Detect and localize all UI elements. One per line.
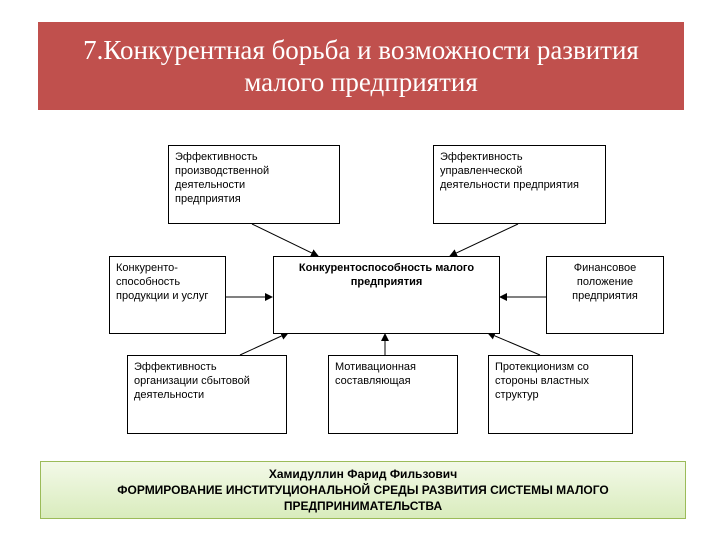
footer-title: ФОРМИРОВАНИЕ ИНСТИТУЦИОНАЛЬНОЙ СРЕДЫ РАЗ… [117,483,609,513]
box-sales-efficiency: Эффективность организации сбытовой деяте… [127,355,287,434]
box-financial-position: Финансовое положение предприятия [546,256,664,334]
arrow-protectionism-to-center [487,332,541,356]
arrow-sales-to-center [239,332,289,356]
arrow-management-to-center [449,223,519,257]
slide-title: 7.Конкурентная борьба и возможности разв… [38,22,684,110]
box-protectionism: Протекционизм со стороны властных структ… [488,355,633,434]
box-product-competitiveness: Конкуренто- способность продукции и услу… [109,256,226,334]
box-center-competitiveness: Конкурентоспособность малого предприятия [273,256,500,334]
box-production-efficiency: Эффективность производственной деятельно… [168,145,340,224]
arrow-production-to-center [251,223,319,257]
box-management-efficiency: Эффективность управленческой деятельност… [433,145,606,224]
footer-banner: Хамидуллин Фарид Фильзович ФОРМИРОВАНИЕ … [40,461,686,519]
box-motivation: Мотивационная составляющая [328,355,458,434]
footer-author: Хамидуллин Фарид Фильзович [268,467,458,481]
